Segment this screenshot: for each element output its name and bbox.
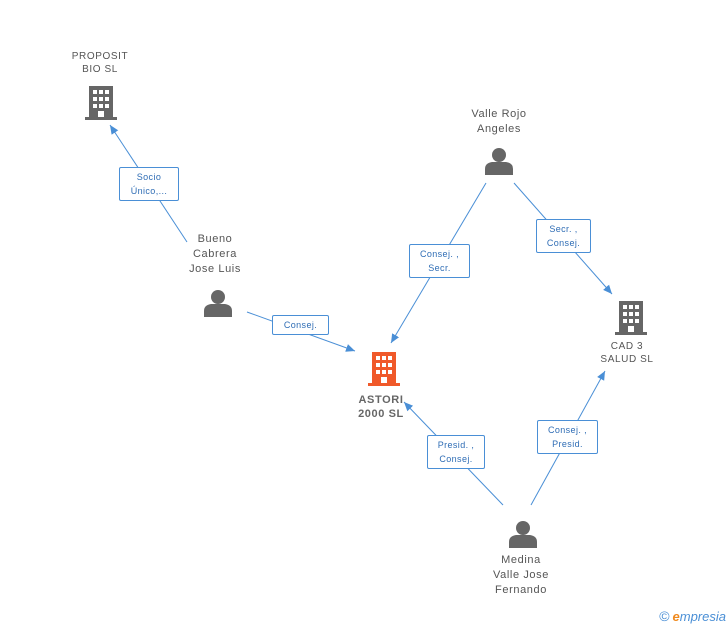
node-label-cad3: CAD 3 SALUD SL [600, 341, 654, 365]
building-icon[interactable] [368, 352, 400, 386]
building-icon[interactable] [85, 86, 117, 120]
node-label-proposit: PROPOSIT BIO SL [71, 51, 129, 75]
brand-name: mpresia [679, 609, 726, 624]
building-icon[interactable] [615, 301, 647, 335]
edge-label-bueno-astori: Consej. [272, 315, 329, 335]
node-label-medina: Medina Valle Jose Fernando [493, 554, 549, 596]
brand-logo: ©empresia [659, 608, 726, 624]
person-icon[interactable] [485, 147, 513, 175]
person-icon[interactable] [509, 520, 537, 548]
person-icon[interactable] [204, 289, 232, 317]
edge-label-bueno-proposit: Socio Único,... [119, 167, 179, 201]
node-label-bueno: Bueno Cabrera Jose Luis [189, 233, 241, 275]
copyright-symbol: © [659, 608, 670, 624]
brand-initial: e [672, 609, 680, 624]
edge-label-medina-astori: Presid. , Consej. [427, 435, 485, 469]
node-label-valle-rojo: Valle Rojo Angeles [471, 108, 527, 135]
node-label-astori: ASTORI 2000 SL [358, 394, 404, 420]
edge-label-medina-cad3: Consej. , Presid. [537, 420, 598, 454]
edge-label-valle-cad3: Secr. , Consej. [536, 219, 591, 253]
edge-label-valle-astori: Consej. , Secr. [409, 244, 470, 278]
